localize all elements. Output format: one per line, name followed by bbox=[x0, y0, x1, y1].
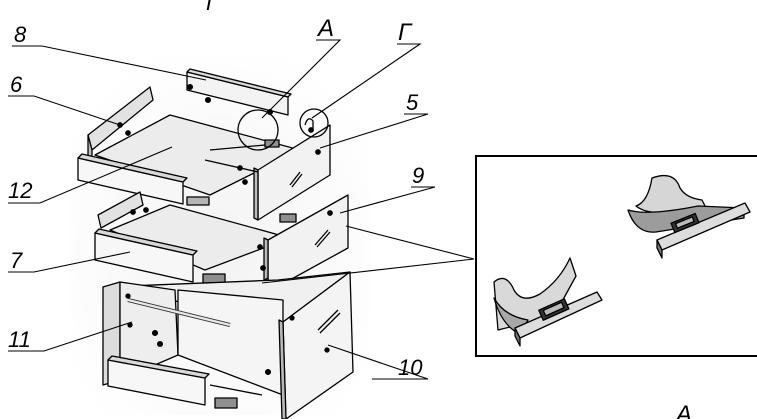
label-7: 7 bbox=[10, 248, 23, 273]
label-8: 8 bbox=[14, 22, 27, 47]
runner-detail-upper bbox=[627, 174, 751, 259]
label-12: 12 bbox=[8, 178, 32, 203]
detail-circle-g bbox=[299, 108, 329, 138]
label-a: А bbox=[316, 15, 334, 42]
side-panel-mid-left bbox=[97, 191, 144, 229]
label-10: 10 bbox=[398, 355, 423, 380]
label-6: 6 bbox=[10, 72, 23, 97]
leader-lines bbox=[8, 39, 475, 380]
label-g: Г bbox=[398, 19, 413, 46]
drawer-middle bbox=[94, 191, 349, 301]
label-9: 9 bbox=[412, 163, 424, 188]
label-bottom-a: A bbox=[674, 401, 692, 419]
detail-circle-a bbox=[237, 109, 279, 151]
detail-callout-box bbox=[475, 155, 757, 357]
label-5: 5 bbox=[406, 90, 419, 115]
label-top-partial: Г bbox=[206, 0, 220, 15]
drawer-top bbox=[77, 68, 331, 221]
runner-part bbox=[186, 196, 210, 206]
carcass-bottom bbox=[102, 271, 354, 419]
runner-part bbox=[214, 397, 238, 409]
label-11: 11 bbox=[8, 327, 31, 352]
runner-detail-lower bbox=[493, 257, 603, 347]
